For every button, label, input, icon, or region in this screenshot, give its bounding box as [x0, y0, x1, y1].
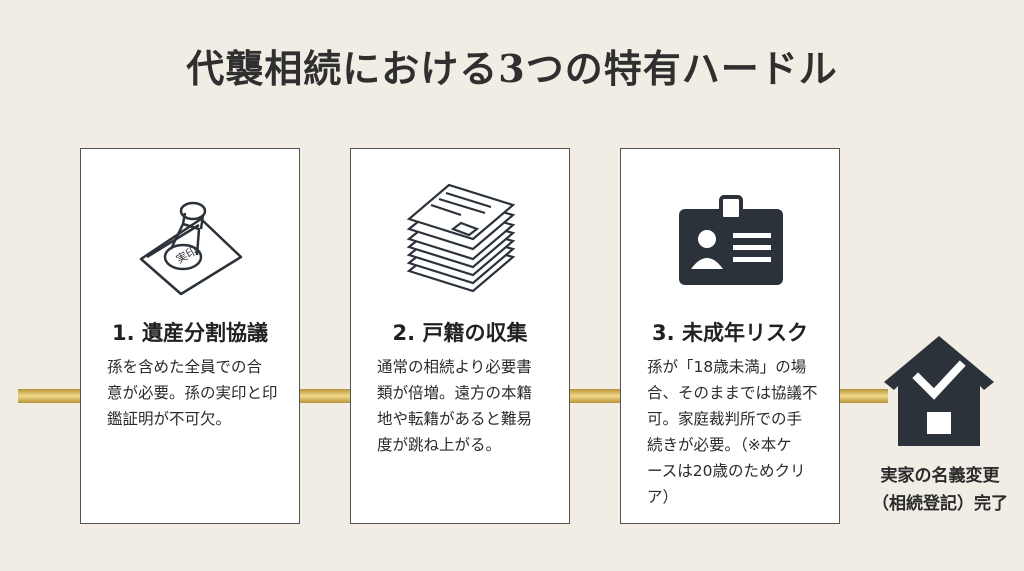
text-line: ースは20歳のためクリ — [647, 462, 806, 480]
text-line: 類が倍増。遠方の本籍 — [377, 384, 533, 402]
hurdle-card-3: 3. 未成年リスク 孫が「18歳未満」の場 合、そのままでは協議不 可。家庭裁判… — [620, 148, 840, 524]
hurdle-heading: 1. 遺産分割協議 — [112, 321, 268, 345]
text-line: ア） — [647, 488, 679, 506]
text-line: 地や転籍があると難易 — [377, 410, 533, 428]
hurdle-card-2: 2. 戸籍の収集 通常の相続より必要書 類が倍増。遠方の本籍 地や転籍があると難… — [350, 148, 570, 524]
text-line: 度が跳ね上がる。 — [377, 436, 502, 454]
hurdle-description: 孫を含めた全員での合 意が必要。孫の実印と印 鑑証明が不可欠。 — [107, 354, 287, 432]
text-line: 孫を含めた全員での合 — [107, 358, 263, 376]
text-line: 続きが必要。（※本ケ — [647, 436, 792, 454]
hurdle-description: 通常の相続より必要書 類が倍増。遠方の本籍 地や転籍があると難易 度が跳ね上がる… — [377, 354, 557, 458]
text-line: 意が必要。孫の実印と印 — [107, 384, 278, 402]
hurdle-description: 孫が「18歳未満」の場 合、そのままでは協議不 可。家庭裁判所での手 続きが必要… — [647, 354, 827, 510]
hurdle-heading: 2. 戸籍の収集 — [392, 321, 528, 345]
text-line: 孫が「18歳未満」の場 — [647, 358, 807, 376]
document-stack-icon — [406, 183, 516, 293]
seal-stamp-icon: 実印 — [139, 201, 243, 296]
goal-line: 実家の名義変更 — [880, 466, 1000, 486]
hurdle-card-1: 実印 1. 遺産分割協議 孫を含めた全員での合 意が必要。孫の実印と印 鑑証明が… — [80, 148, 300, 524]
text-line: 通常の相続より必要書 — [377, 358, 532, 376]
hurdle-heading: 3. 未成年リスク — [652, 321, 808, 345]
text-line: 可。家庭裁判所での手 — [647, 410, 803, 428]
page-title: 代襲相続における3つの特有ハードル — [186, 46, 838, 91]
text-line: 鑑証明が不可欠。 — [107, 410, 232, 428]
goal-line: （相続登記）完了 — [872, 494, 1008, 514]
goal-caption: 実家の名義変更 （相続登記）完了 — [855, 462, 1024, 518]
text-line: 合、そのままでは協議不 — [647, 384, 818, 402]
id-card-icon — [679, 195, 783, 285]
house-check-icon — [884, 336, 994, 446]
